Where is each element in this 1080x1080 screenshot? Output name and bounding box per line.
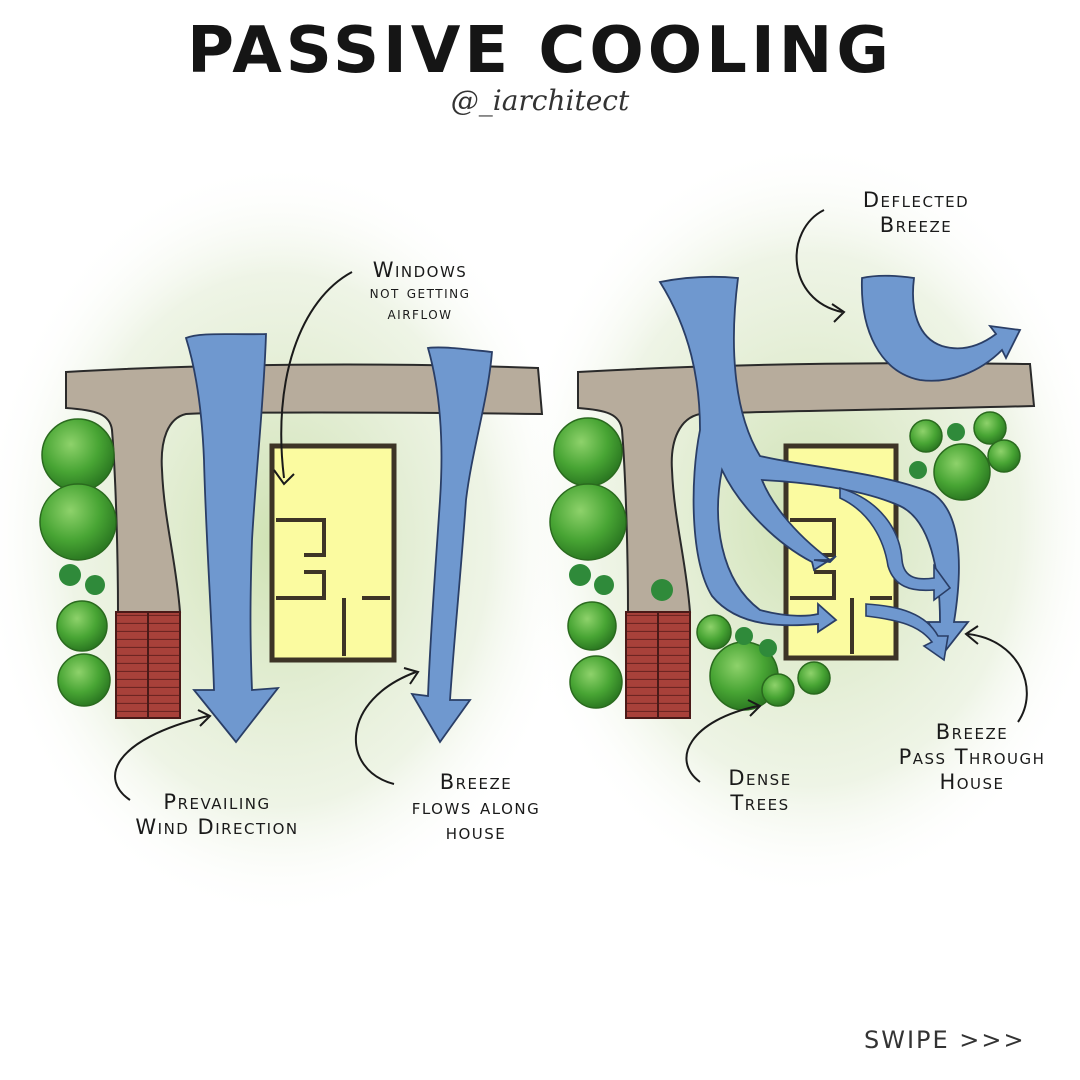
label-line: Dense (728, 766, 792, 790)
label-deflected-breeze: Deflected Breeze (816, 188, 1016, 238)
label-line: Wind Direction (135, 815, 299, 840)
label-line: Breeze (935, 720, 1009, 744)
brick-parking (625, 611, 691, 719)
label-line: house (445, 820, 507, 845)
callout-pass (967, 633, 1028, 723)
wind-arrow-branching (658, 275, 970, 652)
wind-arrow-deflected (861, 274, 1022, 382)
label-line: Breeze (439, 770, 513, 794)
wind-arrow-along (410, 346, 493, 744)
callout-dense (685, 705, 759, 783)
callout-prevailing (114, 715, 209, 801)
house-left (269, 443, 397, 663)
road (65, 363, 544, 613)
wind-arrow-lower-branch (865, 603, 949, 662)
swipe-hint[interactable]: SWIPE >>> (864, 1026, 1026, 1054)
label-line: Breeze (879, 213, 953, 238)
label-breeze-pass-through: Breeze Pass Through House (872, 720, 1072, 796)
author-handle: @_iarchitect (450, 84, 630, 117)
label-breeze-flows-along: Breeze flows along house (376, 770, 576, 846)
label-line: not getting (369, 283, 471, 304)
label-line: House (939, 770, 1005, 795)
label-line: flows along (411, 795, 541, 820)
label-dense-trees: Dense Trees (690, 766, 830, 816)
label-line: Pass Through (898, 745, 1046, 770)
trees-right-edge (549, 417, 673, 709)
trees-left (39, 418, 117, 707)
label-line: Prevailing (163, 790, 271, 814)
left-scene (39, 271, 544, 801)
callout-windows (280, 271, 353, 479)
brick-parking (115, 611, 181, 719)
page-title: PASSIVE COOLING (187, 14, 893, 88)
callout-deflected (795, 209, 843, 313)
right-scene (549, 209, 1036, 783)
label-prevailing-wind: Prevailing Wind Direction (112, 790, 322, 840)
dense-trees (696, 411, 1021, 711)
wind-arrow-prevailing (184, 333, 280, 744)
label-line: Trees (730, 791, 790, 816)
label-line: Deflected (862, 188, 970, 212)
label-line: airflow (387, 303, 453, 324)
callout-along (354, 671, 417, 785)
label-line: Windows (372, 258, 468, 282)
label-windows-no-airflow: Windows not getting airflow (330, 258, 510, 324)
wind-arrow-through-house (839, 486, 952, 602)
